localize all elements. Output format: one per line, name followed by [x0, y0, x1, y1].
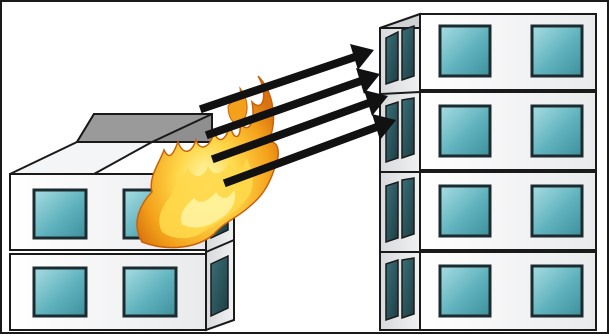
heat-arrows	[198, 44, 396, 188]
window	[438, 24, 492, 78]
window	[530, 104, 584, 158]
window	[122, 266, 178, 318]
roof-surface	[75, 113, 213, 143]
arrow-right-icon	[222, 114, 396, 188]
side-window	[385, 258, 399, 322]
arrow-right-icon	[210, 90, 388, 164]
window	[438, 184, 492, 238]
roof-top	[9, 141, 153, 175]
window	[32, 266, 88, 318]
side-window	[401, 24, 415, 82]
window	[32, 188, 88, 240]
window	[438, 264, 492, 318]
side-window	[401, 257, 415, 320]
side-window	[210, 254, 229, 318]
window	[530, 184, 584, 238]
side-window	[385, 100, 399, 164]
window	[438, 104, 492, 158]
fire-icon	[136, 75, 280, 249]
side-window	[385, 180, 399, 244]
side-window	[401, 177, 415, 240]
arrow-right-icon	[204, 68, 380, 140]
arrow-right-icon	[198, 44, 374, 114]
window	[530, 264, 584, 318]
burning-building	[9, 113, 235, 332]
side-window	[385, 30, 399, 86]
window	[530, 24, 584, 78]
side-window	[401, 97, 415, 160]
exposed-building	[379, 12, 597, 331]
